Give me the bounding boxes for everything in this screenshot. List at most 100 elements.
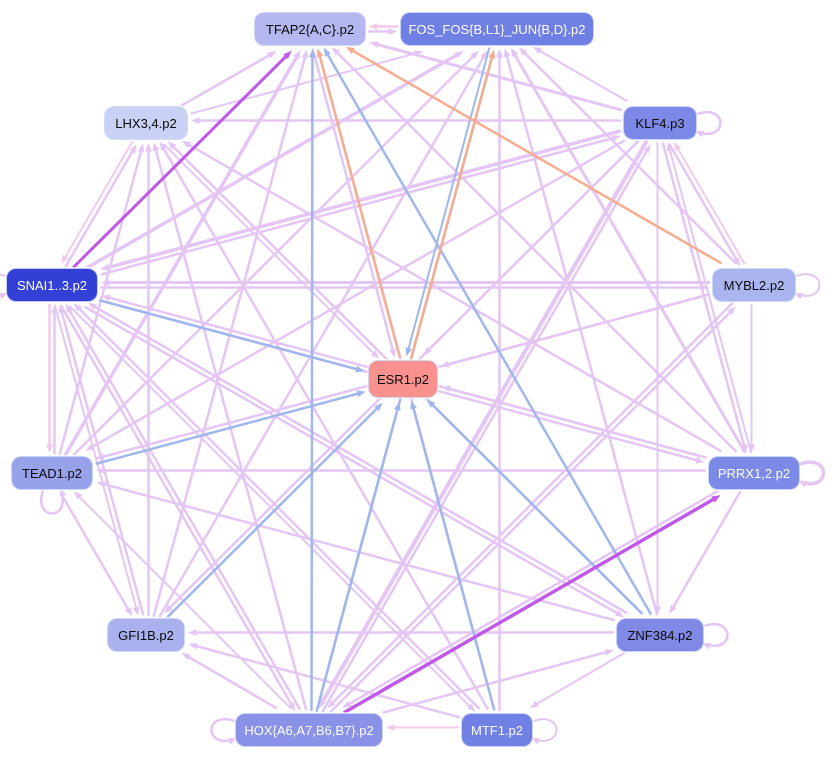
edge-lhx3-fos [190, 51, 419, 115]
edge-tead1-tfap2 [64, 53, 300, 457]
self-loop-hox [210, 718, 238, 742]
edge-arrowhead [673, 141, 681, 151]
edge-arrowhead [454, 51, 464, 59]
edge-arrowhead [125, 607, 133, 617]
node-prrx1[interactable]: PRRX1,2.p2 [708, 456, 800, 490]
edge-arrowhead [369, 41, 379, 48]
edge-arrowhead [60, 488, 67, 498]
edge-arrowhead [643, 144, 651, 154]
edge-mybl2-esr1 [444, 293, 710, 367]
node-tfap2[interactable]: TFAP2{A,C}.p2 [254, 12, 366, 46]
edge-arrowhead [87, 302, 98, 311]
edge-fos-esr1 [407, 47, 491, 352]
edge-klf4-tead1 [89, 139, 626, 450]
edge-arrowhead [405, 347, 412, 357]
edge-hox-esr1 [315, 406, 400, 712]
edge-arrowhead [188, 629, 197, 636]
edge-prrx1-klf4 [668, 147, 753, 454]
edge-arrowhead [355, 365, 365, 373]
node-lhx3[interactable]: LHX3,4.p2 [104, 106, 188, 140]
edge-arrowhead [293, 50, 301, 60]
node-znf384[interactable]: ZNF384.p2 [616, 618, 704, 652]
edge-arrowhead [654, 606, 661, 615]
edge-snai1-mtf1 [69, 305, 472, 709]
edge-arrowhead [301, 49, 309, 59]
edge-mtf1-lhx3 [161, 145, 489, 710]
edge-arrowhead [137, 143, 145, 153]
edge-arrowhead [441, 385, 451, 393]
node-mybl2[interactable]: MYBL2.p2 [712, 268, 796, 302]
edge-arrowhead [129, 144, 137, 154]
edge-lhx3-tfap2 [180, 52, 273, 107]
edge-arrowhead [518, 47, 528, 56]
edge-znf384-snai1 [91, 304, 628, 615]
edge-arrowhead [727, 306, 736, 316]
edge-arrowhead [604, 649, 614, 656]
edge-arrowhead [700, 284, 709, 291]
edge-arrowhead [410, 400, 417, 410]
edge-klf4-mybl2 [668, 143, 739, 263]
edge-mybl2-fos [521, 50, 737, 265]
edge-snai1-tfap2 [72, 53, 289, 269]
edge-arrowhead [394, 401, 401, 411]
edge-snai1-gfi1b [53, 304, 138, 611]
edge-arrowhead [181, 140, 192, 149]
self-loop-tead1 [40, 487, 64, 515]
node-esr1[interactable]: ESR1.p2 [368, 360, 438, 398]
edge-arrowhead [167, 141, 177, 150]
edge-arrowhead [440, 360, 450, 368]
edge-klf4-fos [537, 48, 628, 102]
node-hox[interactable]: HOX{A6,A7,B6,B7}.p2 [235, 713, 383, 747]
edge-arrowhead [695, 456, 705, 464]
node-tead1[interactable]: TEAD1.p2 [11, 456, 93, 490]
edge-prrx1-znf384 [671, 490, 742, 610]
edge-hox-gfi1b [185, 654, 278, 710]
edge-arrowhead [510, 47, 518, 57]
edge-arrowhead [666, 142, 674, 152]
node-fos[interactable]: FOS_FOS{B,L1}_JUN{B,D}.p2 [400, 12, 594, 46]
edge-klf4-esr1 [426, 139, 640, 353]
edge-hox-znf384 [382, 650, 610, 714]
edge-snai1-hox [60, 305, 294, 708]
edge-arrowhead [267, 51, 277, 59]
edge-arrowhead [426, 399, 436, 408]
edge-arrowhead [65, 303, 73, 313]
edge-prrx1-tfap2 [334, 50, 738, 453]
edge-lhx3-snai1 [63, 140, 134, 260]
edge-arrowhead [164, 604, 173, 614]
edge-hox-mybl2 [329, 309, 733, 714]
edge-arrowhead [614, 609, 625, 618]
edge-arrowhead [101, 294, 111, 302]
edge-arrowhead [188, 642, 198, 650]
edge-klf4-hox [319, 139, 649, 706]
edge-arrowhead [46, 444, 53, 453]
edge-arrowhead [61, 254, 69, 264]
edge-znf384-mtf1 [534, 651, 626, 706]
edge-arrowhead [733, 257, 741, 267]
edge-esr1-tfap2 [318, 52, 401, 358]
edge-prrx1-lhx3 [185, 142, 722, 453]
edge-arrowhead [488, 49, 496, 59]
edge-arrowhead [331, 47, 341, 56]
edge-arrowhead [85, 443, 95, 451]
edge-arrowhead [309, 49, 316, 58]
self-loop-prrx1 [797, 460, 826, 486]
node-mtf1[interactable]: MTF1.p2 [461, 713, 533, 747]
edge-znf384-esr1 [429, 402, 643, 615]
self-loop-mtf1 [530, 718, 558, 742]
node-klf4[interactable]: KLF4.p3 [623, 106, 697, 140]
edge-arrowhead [702, 643, 712, 650]
edge-mtf1-gfi1b [193, 644, 460, 719]
edge-hox-tfap2 [310, 53, 314, 712]
edge-arrowhead [191, 117, 200, 124]
node-snai1[interactable]: SNAI1..3.p2 [6, 268, 98, 302]
edge-snai1-fos [86, 52, 461, 269]
edge-arrowhead [530, 700, 540, 708]
edge-arrowhead [466, 703, 476, 712]
edge-gfi1b-esr1 [166, 405, 380, 619]
node-gfi1b[interactable]: GFI1B.p2 [107, 618, 185, 652]
edge-hox-snai1 [67, 307, 301, 710]
